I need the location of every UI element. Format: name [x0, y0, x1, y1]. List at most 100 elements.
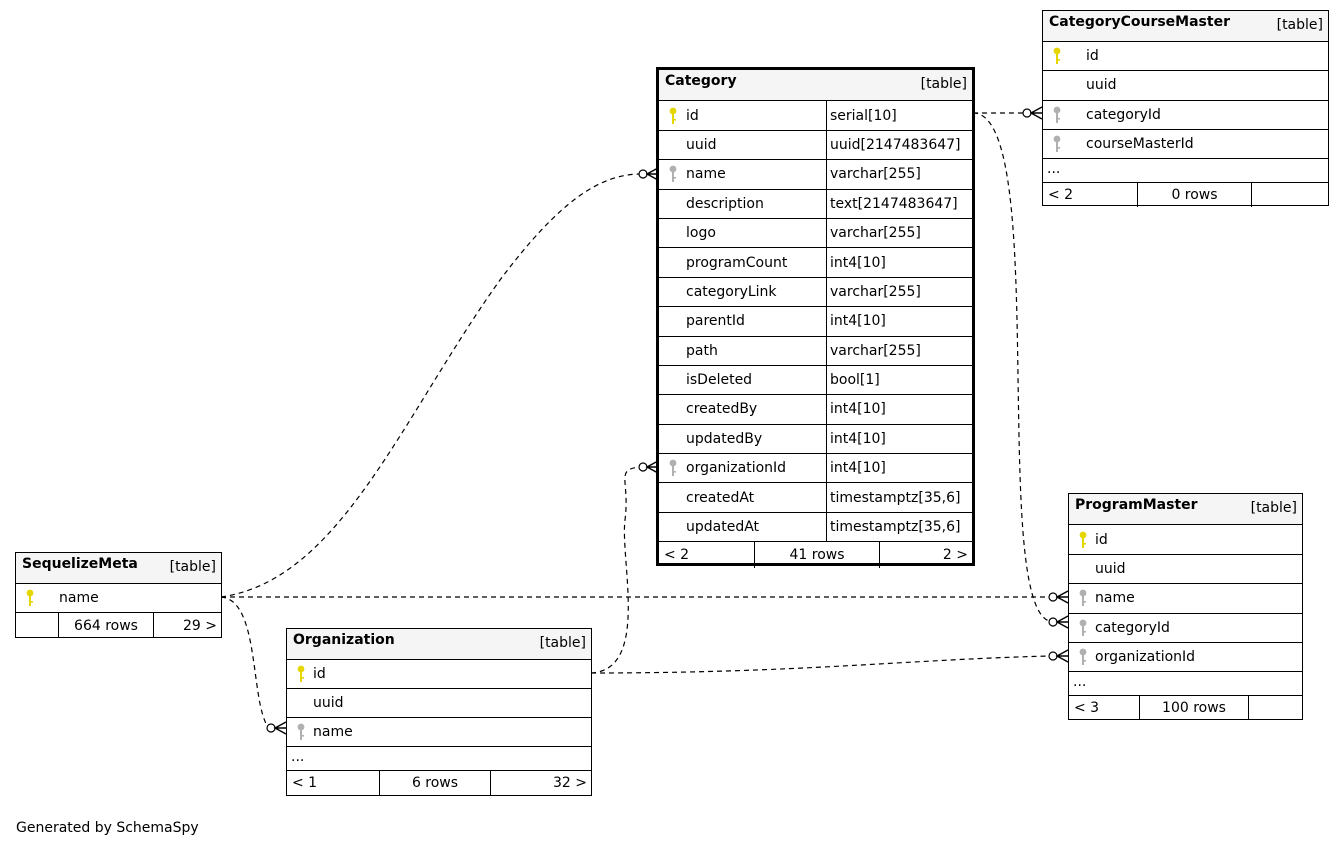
- column-name: name: [59, 590, 99, 606]
- column-type: timestamptz[35,6]: [826, 512, 972, 542]
- column-name: createdBy: [686, 401, 758, 418]
- crowfoot-marker: [273, 721, 287, 735]
- column-name: id: [1095, 531, 1108, 548]
- crowfoot-marker: [1029, 106, 1043, 120]
- column-type: varchar[255]: [826, 160, 972, 189]
- column-row[interactable]: id serial[10]: [659, 101, 972, 131]
- column-row[interactable]: name: [1069, 584, 1302, 614]
- column-row[interactable]: id: [1069, 525, 1302, 555]
- foreign-key-icon: [669, 459, 677, 477]
- table-header: CategoryCourseMaster [table]: [1043, 11, 1328, 43]
- column-type: int4[10]: [826, 248, 972, 277]
- column-name: categoryId: [1095, 619, 1170, 636]
- column-row[interactable]: uuid: [1043, 71, 1328, 101]
- column-name: description: [686, 195, 764, 212]
- parent-count: < 2: [664, 547, 690, 564]
- column-type: int4[10]: [826, 307, 972, 336]
- column-name: uuid: [1095, 560, 1126, 577]
- column-row[interactable]: courseMasterId: [1043, 130, 1328, 159]
- column-type: uuid[2147483647]: [826, 130, 972, 160]
- table-kind: [table]: [1276, 17, 1323, 33]
- column-name: updatedAt: [686, 519, 760, 536]
- column-name: updatedBy: [686, 430, 763, 447]
- column-row[interactable]: categoryId: [1069, 614, 1302, 643]
- column-row[interactable]: categoryId: [1043, 101, 1328, 130]
- column-name: id: [1086, 48, 1099, 65]
- column-name: categoryLink: [686, 283, 777, 300]
- column-row[interactable]: uuid: [287, 689, 591, 718]
- parent-count: < 2: [1048, 186, 1074, 203]
- foreign-key-icon: [1079, 589, 1087, 607]
- foreign-key-icon: [1079, 619, 1087, 637]
- parent-count: [16, 613, 58, 638]
- column-row[interactable]: name: [287, 718, 591, 747]
- column-name: name: [1095, 590, 1135, 607]
- table-name: SequelizeMeta: [22, 556, 138, 572]
- primary-key-icon: [26, 589, 34, 607]
- table-kind: [table]: [920, 76, 967, 92]
- table-name: CategoryCourseMaster: [1049, 14, 1230, 30]
- table-header: Category [table]: [659, 70, 972, 102]
- column-row[interactable]: organizationId: [1069, 643, 1302, 673]
- row-count: 41 rows: [754, 542, 880, 569]
- table-categorycoursemaster[interactable]: CategoryCourseMaster [table] id uuid categor…: [1042, 10, 1329, 207]
- column-row[interactable]: name: [16, 584, 221, 613]
- column-name: organizationId: [1095, 649, 1196, 666]
- child-count: 32 >: [553, 775, 587, 791]
- foreign-key-icon: [669, 165, 677, 183]
- column-name: uuid: [313, 695, 344, 711]
- primary-key-icon: [1079, 531, 1087, 549]
- column-name: id: [313, 666, 326, 682]
- column-row[interactable]: id: [287, 660, 591, 689]
- child-count: [1252, 183, 1328, 207]
- column-name: id: [686, 107, 699, 124]
- relation-sequelizemeta-name-to-category-name: [220, 173, 640, 598]
- table-header: SequelizeMeta [table]: [16, 553, 221, 584]
- column-type: serial[10]: [826, 101, 972, 130]
- foreign-key-icon: [1053, 106, 1061, 124]
- foreign-key-icon: [1053, 135, 1061, 153]
- foreign-key-icon: [1079, 648, 1087, 666]
- child-count: 29 >: [183, 617, 217, 634]
- more-columns-indicator: ...: [287, 747, 591, 771]
- crowfoot-marker: [1055, 615, 1069, 629]
- row-count: 6 rows: [379, 771, 491, 795]
- primary-key-icon: [669, 107, 677, 125]
- table-kind: [table]: [1250, 500, 1297, 516]
- column-row[interactable]: uuid: [1069, 555, 1302, 585]
- primary-key-icon: [1053, 47, 1061, 65]
- column-row[interactable]: id: [1043, 42, 1328, 72]
- primary-key-icon: [297, 665, 305, 683]
- column-name: uuid: [1086, 77, 1117, 94]
- generated-by-footer: Generated by SchemaSpy: [16, 820, 199, 836]
- row-count: 100 rows: [1139, 696, 1249, 721]
- column-name: logo: [686, 225, 716, 242]
- relation-organization-id-to-programmaster-organizationid: [590, 655, 1050, 674]
- table-name: Category: [665, 73, 737, 89]
- child-count: [1249, 696, 1302, 720]
- table-kind: [table]: [169, 559, 216, 575]
- relation-category-id-to-programmaster-categoryid: [972, 112, 1050, 622]
- column-row[interactable]: updatedAt timestamptz[35,6]: [659, 512, 972, 543]
